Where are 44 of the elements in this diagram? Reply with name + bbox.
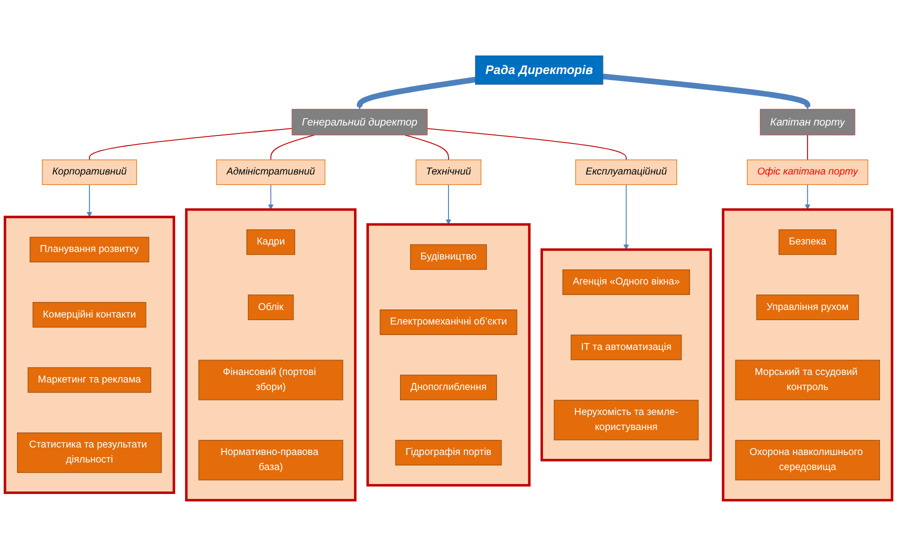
arrow bbox=[268, 184, 274, 210]
node-box: Технічний bbox=[416, 160, 482, 185]
node-box: Морський та ссудовий контроль bbox=[735, 360, 880, 400]
node-box: Експлуатаційний bbox=[575, 160, 678, 185]
node-box: Електромеханічні об’єкти bbox=[380, 310, 518, 335]
node-box: ІТ та автоматизація bbox=[570, 334, 682, 360]
connector bbox=[807, 134, 808, 160]
node-box: Безпека bbox=[778, 229, 836, 255]
node-box: Маркетинг та реклама bbox=[28, 367, 152, 393]
node-box: Нерухомість та земле-користування bbox=[554, 400, 699, 440]
node-box: Будівництво bbox=[410, 244, 487, 270]
arrow bbox=[602, 74, 810, 110]
arrow bbox=[623, 184, 629, 250]
node-box: Генеральний директор bbox=[292, 108, 428, 136]
cluster bbox=[4, 216, 176, 494]
connector bbox=[88, 128, 292, 160]
connector bbox=[426, 128, 627, 160]
cluster bbox=[366, 223, 531, 487]
cluster bbox=[540, 248, 712, 462]
node-box: Нормативно-правова база) bbox=[198, 440, 344, 480]
node-box: Гідрографія портів bbox=[395, 440, 502, 466]
node-box: Управління рухом bbox=[756, 294, 859, 320]
node-box: Планування розвитку bbox=[30, 236, 150, 262]
node-box: Кадри bbox=[246, 229, 296, 255]
node-box: Днопоглиблення bbox=[400, 374, 497, 400]
node-box: Корпоративний bbox=[42, 160, 137, 185]
node-box: Охорона навколишнього середовища bbox=[735, 440, 880, 480]
cluster bbox=[722, 208, 894, 502]
connector bbox=[270, 134, 315, 160]
arrow bbox=[804, 184, 810, 210]
node-box: Рада Директорів bbox=[475, 56, 604, 85]
arrow bbox=[356, 76, 476, 110]
node-box: Облік bbox=[248, 294, 294, 320]
node-box: Статистика та результати діяльності bbox=[17, 432, 162, 473]
cluster bbox=[185, 208, 356, 502]
node-box: Агенція «Одного вікна» bbox=[562, 269, 690, 295]
node-box: Комерційні контакти bbox=[32, 302, 146, 328]
arrow bbox=[86, 184, 92, 218]
node-box: Фінансовий (портові збори) bbox=[198, 360, 344, 400]
node-box: Офіс капітана порту bbox=[746, 160, 868, 185]
arrow bbox=[446, 184, 452, 225]
node-box: Капітан порту bbox=[760, 108, 856, 136]
node-box: Адміністративний bbox=[216, 160, 326, 185]
connector bbox=[404, 134, 449, 160]
